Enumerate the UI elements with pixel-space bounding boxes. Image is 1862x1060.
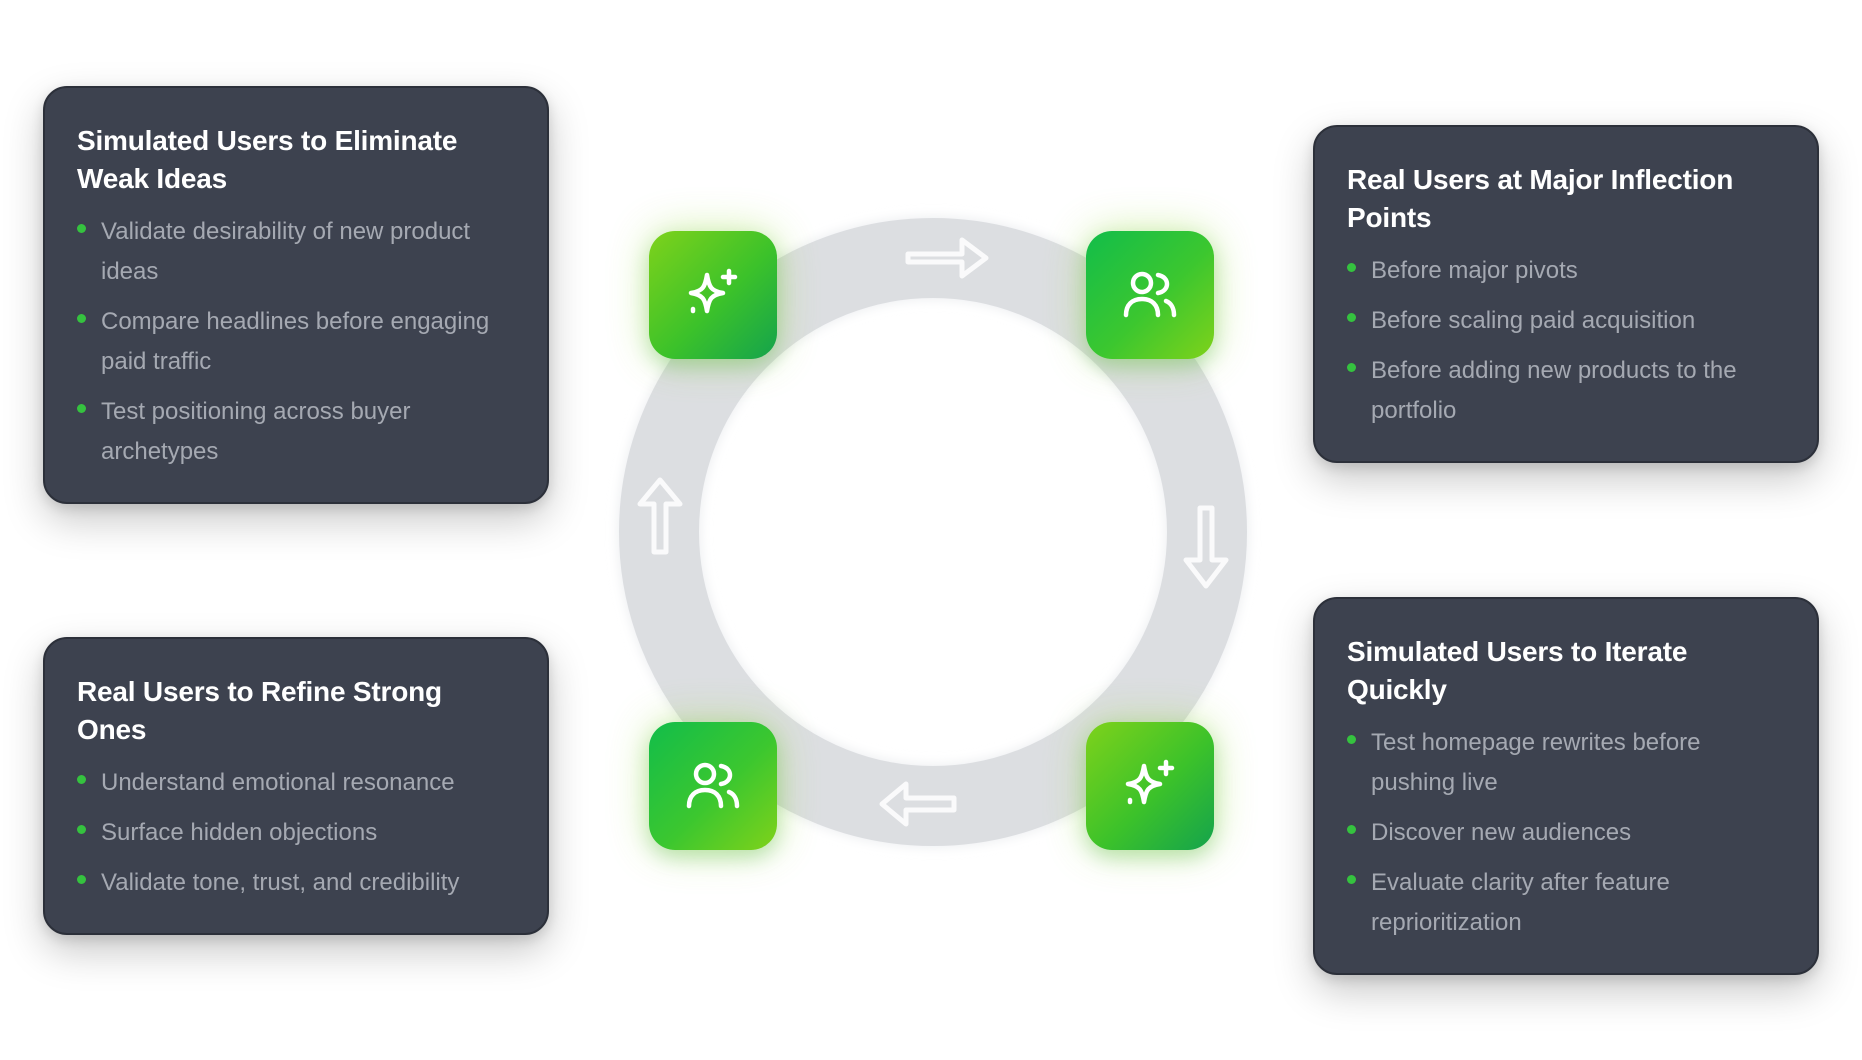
- users-icon: [1123, 271, 1177, 318]
- bullet-dot: [1347, 363, 1356, 372]
- bullet-dot: [77, 224, 86, 233]
- card-list: Before major pivots Before scaling paid …: [1347, 251, 1783, 431]
- card-real-inflection: Real Users at Major Inflection Points Be…: [1313, 125, 1819, 463]
- cycle-ring: [619, 218, 1247, 846]
- sparkles-icon: [688, 268, 738, 314]
- card-simulated-iterate: Simulated Users to Iterate Quickly Test …: [1313, 597, 1819, 975]
- list-item: Test positioning across buyer archetypes: [77, 392, 513, 472]
- list-item: Validate tone, trust, and credibility: [77, 863, 513, 903]
- list-item: Compare headlines before engaging paid t…: [77, 302, 513, 382]
- bullet-dot: [77, 825, 86, 834]
- arrow-up-icon: [637, 477, 683, 555]
- bullet-dot: [77, 875, 86, 884]
- list-item: Evaluate clarity after feature repriorit…: [1347, 863, 1783, 943]
- list-item: Understand emotional resonance: [77, 763, 513, 803]
- card-title: Simulated Users to Eliminate Weak Ideas: [77, 125, 458, 194]
- list-item: Test homepage rewrites before pushing li…: [1347, 723, 1783, 803]
- arrow-right-icon: [905, 237, 989, 279]
- bullet-dot: [1347, 825, 1356, 834]
- card-simulated-eliminate: Simulated Users to Eliminate Weak Ideas …: [43, 86, 549, 504]
- node-real-top-right: [1086, 231, 1214, 359]
- node-real-bottom-left: [649, 722, 777, 850]
- node-simulated-top-left: [649, 231, 777, 359]
- bullet-dot: [1347, 875, 1356, 884]
- node-simulated-bottom-right: [1086, 722, 1214, 850]
- card-list: Validate desirability of new product ide…: [77, 212, 513, 472]
- list-item: Before adding new products to the portfo…: [1347, 351, 1783, 431]
- arrow-left-icon: [879, 781, 957, 827]
- list-item: Surface hidden objections: [77, 813, 513, 853]
- list-item: Before major pivots: [1347, 251, 1783, 291]
- sparkles-icon: [1125, 759, 1175, 805]
- card-title: Real Users to Refine Strong Ones: [77, 676, 442, 745]
- card-list: Test homepage rewrites before pushing li…: [1347, 723, 1783, 943]
- card-real-refine: Real Users to Refine Strong Ones Underst…: [43, 637, 549, 935]
- bullet-dot: [77, 775, 86, 784]
- list-item: Before scaling paid acquisition: [1347, 301, 1783, 341]
- bullet-dot: [1347, 313, 1356, 322]
- list-item: Discover new audiences: [1347, 813, 1783, 853]
- bullet-dot: [77, 314, 86, 323]
- card-list: Understand emotional resonance Surface h…: [77, 763, 513, 903]
- bullet-dot: [77, 404, 86, 413]
- users-icon: [686, 762, 740, 809]
- list-item: Validate desirability of new product ide…: [77, 212, 513, 292]
- card-title: Simulated Users to Iterate Quickly: [1347, 636, 1688, 705]
- arrow-down-icon: [1183, 505, 1229, 589]
- bullet-dot: [1347, 263, 1356, 272]
- card-title: Real Users at Major Inflection Points: [1347, 164, 1734, 233]
- bullet-dot: [1347, 735, 1356, 744]
